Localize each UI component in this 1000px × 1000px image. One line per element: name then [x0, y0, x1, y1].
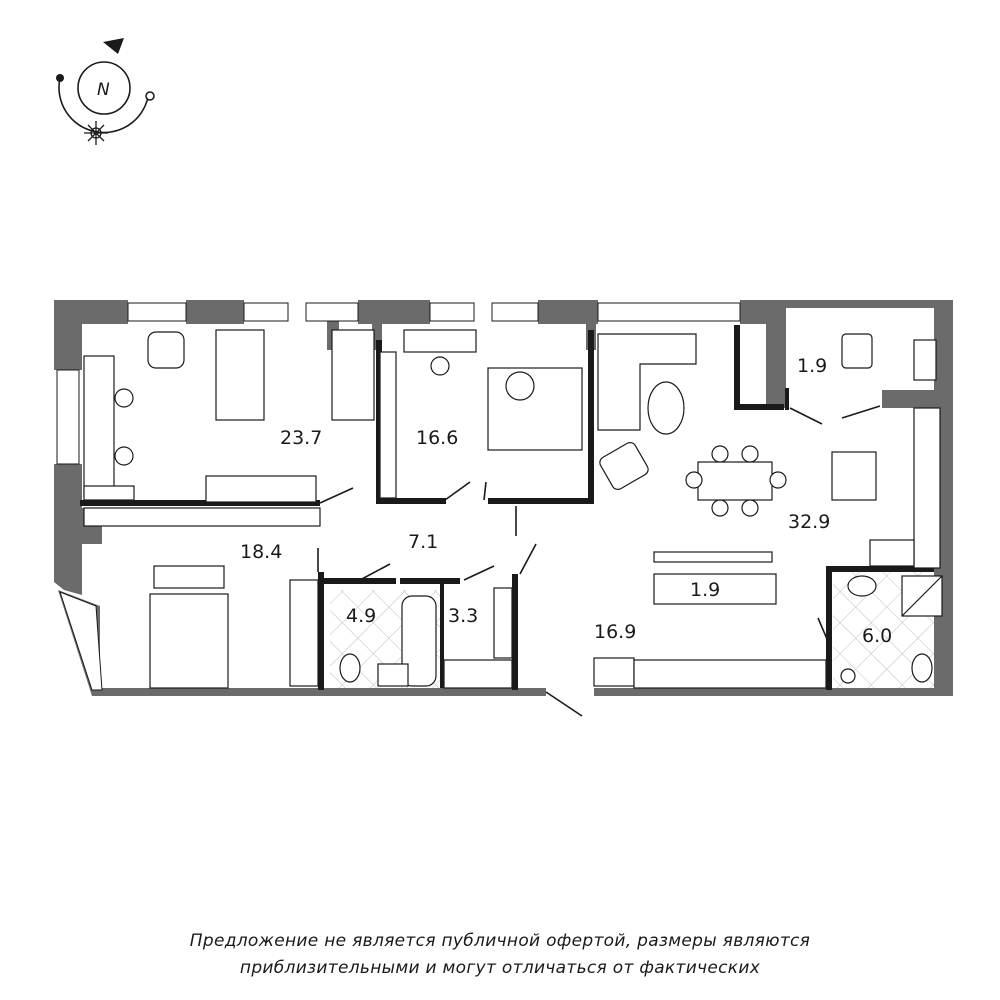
furniture [83, 329, 943, 689]
kitchen-counter [913, 407, 941, 569]
compass-ring [77, 61, 131, 115]
chair [114, 446, 134, 466]
compass: N [56, 38, 155, 145]
bench [153, 565, 225, 589]
disclaimer-line-1: Предложение не является публичной оферто… [189, 931, 811, 951]
sun-icon [84, 121, 108, 145]
north-arrow-icon [103, 38, 124, 54]
chair [430, 356, 450, 376]
boiler [840, 668, 856, 684]
wardrobe [379, 351, 397, 499]
shelf [83, 485, 135, 501]
disclaimer-line-2: приблизительными и могут отличаться от ф… [239, 958, 761, 978]
corner-sofa [597, 333, 697, 431]
sofa [487, 367, 583, 451]
compass-east-dot [145, 91, 155, 101]
bench [593, 657, 635, 687]
armchair [841, 333, 873, 369]
shoe-rack [633, 659, 827, 689]
armchair [147, 331, 185, 369]
room-area-corridor: 16.9 [594, 621, 636, 643]
bed [331, 329, 375, 421]
wardrobe [289, 579, 319, 687]
sink [869, 539, 915, 567]
pouf [505, 371, 535, 401]
dresser [83, 507, 321, 527]
rack [493, 587, 513, 659]
room-area-storage: 1.9 [690, 579, 720, 601]
wardrobe-rail [205, 475, 317, 503]
shelf [653, 551, 773, 563]
sink [847, 575, 877, 597]
room-area-wardrobe: 3.3 [448, 605, 478, 627]
room-area-hallway: 7.1 [408, 531, 438, 553]
island [831, 451, 877, 501]
room-area-kitchen-living: 32.9 [788, 511, 830, 533]
desk [83, 355, 115, 497]
storage-unit [653, 573, 777, 605]
coffee-table [647, 381, 685, 435]
room-area-bedroom-1: 23.7 [280, 427, 322, 449]
interior-walls [80, 325, 934, 690]
windows [56, 302, 741, 691]
toilet [911, 653, 933, 683]
room-area-balcony-1: 1.9 [797, 355, 827, 377]
armchair [599, 442, 649, 490]
compass-west-dot [56, 74, 64, 82]
chair [114, 388, 134, 408]
room-areas: 23.7 16.6 32.9 1.9 18.4 7.1 4.9 3.3 16.9… [240, 355, 892, 647]
sink [377, 663, 409, 687]
desk [403, 329, 477, 353]
room-area-bedroom-2: 18.4 [240, 541, 282, 563]
toilet [339, 653, 361, 683]
bathtub [401, 595, 437, 687]
room-area-living-room: 16.6 [416, 427, 458, 449]
room-area-bathroom-1: 4.9 [346, 605, 376, 627]
doors [317, 405, 881, 717]
room-area-bathroom-2: 6.0 [862, 625, 892, 647]
double-bed [149, 593, 229, 689]
compass-north-label: N [97, 80, 110, 100]
rack [443, 659, 513, 689]
dining-table [697, 461, 773, 501]
bed [215, 329, 265, 421]
cabinet [913, 339, 937, 381]
